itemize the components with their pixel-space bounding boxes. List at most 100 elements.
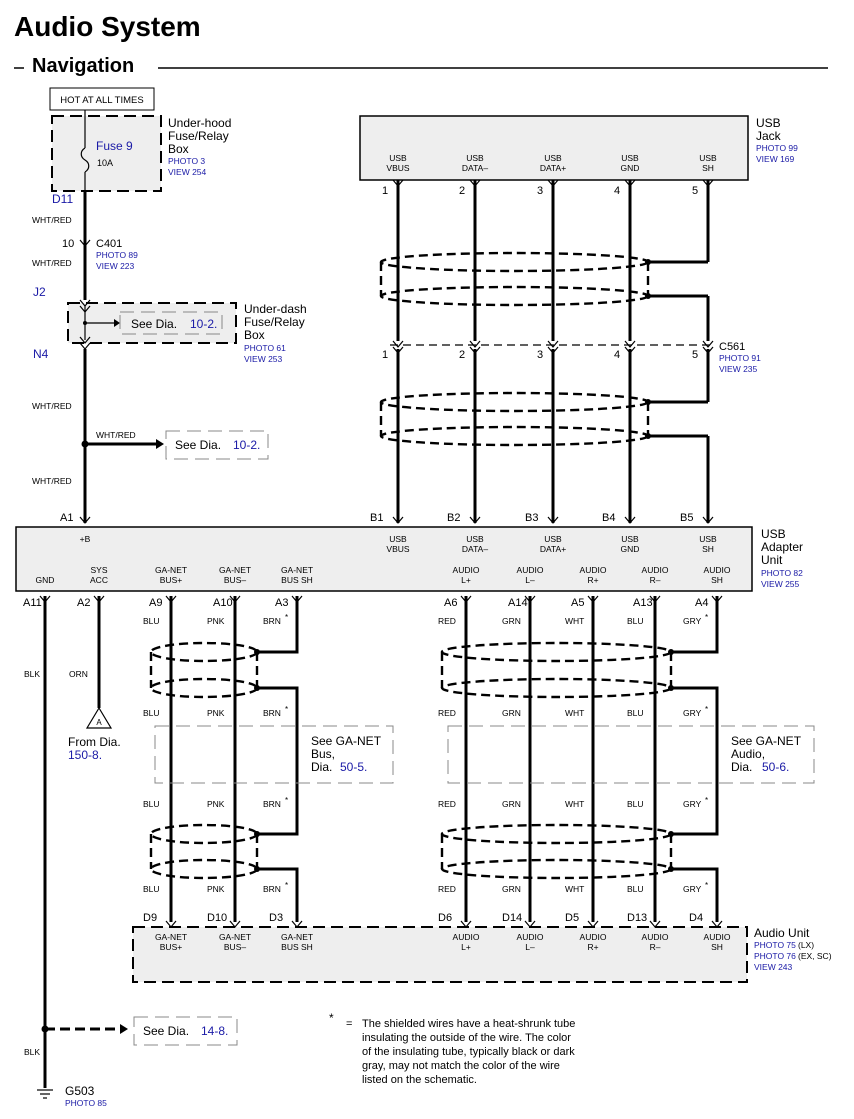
usb-jack-pin-num-5: 5 — [692, 185, 698, 197]
audio-unit-label1-8: AUDIO — [704, 932, 731, 942]
underdash-see-box — [119, 311, 223, 335]
adapter-top-label1-2: USB — [389, 534, 407, 544]
audio-unit-terminal-4 — [460, 920, 472, 928]
audio-unit-terminal-5 — [524, 920, 536, 928]
c401-pin: 10 — [62, 238, 74, 250]
audio-unit-terminal-7 — [649, 920, 661, 928]
audio-wire-color-0-0: RED — [438, 616, 456, 626]
adapter-bottom-label1-8: AUDIO — [580, 565, 607, 575]
audio-wire-color-2-1: GRN — [502, 799, 521, 809]
usb-jack-terminal-2 — [469, 179, 481, 187]
bus-wire-color-2-1: PNK — [207, 799, 225, 809]
underdash-name-2: Fuse/Relay — [244, 315, 305, 329]
audio-shield-lower-top — [440, 823, 673, 845]
bus-wire-color-1-1: PNK — [207, 708, 225, 718]
usb-jack-pin-num-2: 2 — [459, 185, 465, 197]
underhood-view: VIEW 254 — [168, 167, 207, 177]
adapter-bottom-label1-2: SYS — [90, 565, 107, 575]
bus-sh-color-2: BRN — [263, 799, 281, 809]
audio-wire-color-1-3: BLU — [627, 708, 644, 718]
adapter-top-labels: +BB1USBVBUSB2USBDATA–B3USBDATA+B4USBGNDB… — [80, 512, 717, 554]
adapter-top-pin-b4: B4 — [602, 512, 615, 524]
adapter-bottom-label2-5: BUS SH — [281, 575, 313, 585]
usb-jack-pin-label1-3: USB — [544, 153, 562, 163]
adapter-bottom-label2-2: ACC — [90, 575, 108, 585]
audio-unit-pin-d6: D6 — [438, 912, 452, 924]
c561-terminal-4 — [624, 340, 636, 354]
audio-unit-box — [132, 926, 748, 983]
see-10-2-text: See Dia. — [175, 438, 221, 452]
bus-shield-upper-top — [149, 641, 259, 663]
bus-sh-star-2: * — [285, 796, 288, 805]
wire-color-3: WHT/RED — [32, 401, 72, 411]
from-dia-marker-label: A — [96, 718, 102, 727]
see-10-2-ref[interactable]: 10-2. — [233, 438, 260, 452]
c561-name: C561 — [719, 341, 745, 353]
audio-unit-label1-3: GA-NET — [281, 932, 313, 942]
pin-d11: D11 — [52, 192, 73, 206]
adapter-bottom-pin-a13: A13 — [633, 597, 653, 609]
underdash-see-ref[interactable]: 10-2. — [190, 317, 217, 331]
bus-sh-color-1: BRN — [263, 708, 281, 718]
bus-sh-color-3: BRN — [263, 884, 281, 894]
bus-drain-1 — [257, 596, 299, 654]
audio-sh-star-3: * — [705, 881, 708, 890]
audio-sh-star-1: * — [705, 705, 708, 714]
usb-jack-pin-num-1: 1 — [382, 185, 388, 197]
from-dia-ref[interactable]: 150-8. — [68, 748, 102, 762]
audio-wire-color-1-2: WHT — [565, 708, 584, 718]
audio-unit-label1-6: AUDIO — [580, 932, 607, 942]
adapter-bottom-pin-a2: A2 — [77, 597, 90, 609]
audio-unit-label1-2: GA-NET — [219, 932, 251, 942]
audio-wire-color-0-1: GRN — [502, 616, 521, 626]
usb-shield-upper-top — [379, 251, 650, 273]
adapter-bottom-pin-a4: A4 — [695, 597, 708, 609]
wire-color-blk-2: BLK — [24, 1047, 40, 1057]
audio-wire-color-2-3: BLU — [627, 799, 644, 809]
hot-label: HOT AT ALL TIMES — [60, 95, 143, 106]
see-14-8-ref[interactable]: 14-8. — [201, 1024, 228, 1038]
see-ganet-bus-ref[interactable]: 50-5. — [340, 760, 367, 774]
c401-name: C401 — [96, 238, 122, 250]
usb-shield-upper — [379, 251, 650, 307]
audio-unit-pin-d5: D5 — [565, 912, 579, 924]
note-eq: = — [346, 1018, 352, 1030]
usb-jack-view: VIEW 169 — [756, 154, 795, 164]
bus-sh-star-1: * — [285, 705, 288, 714]
usb-shield-lower — [379, 391, 650, 447]
underdash-name-3: Box — [244, 328, 265, 342]
audio-shield-lower-bottom — [440, 858, 673, 880]
audio-wire-color-1-1: GRN — [502, 708, 521, 718]
usb-jack-pin-label2-2: DATA– — [462, 163, 488, 173]
see-ganet-audio-ref[interactable]: 50-6. — [762, 760, 789, 774]
adapter-top-label1-5: USB — [621, 534, 639, 544]
c401-photo: PHOTO 89 — [96, 250, 138, 260]
audio-wire-color-3-2: WHT — [565, 884, 584, 894]
adapter-top-label2-2: VBUS — [386, 544, 409, 554]
underhood-box — [51, 115, 162, 192]
c401-terminal — [79, 239, 91, 247]
adapter-top-label1-3: USB — [466, 534, 484, 544]
usb-shield-lower-bottom — [379, 425, 650, 447]
adapter-top-pin-b2: B2 — [447, 512, 460, 524]
wire-color-1: WHT/RED — [32, 215, 72, 225]
adapter-top-label2-4: DATA+ — [540, 544, 566, 554]
c561-terminal-2 — [469, 340, 481, 354]
usb-jack-pin-label2-1: VBUS — [386, 163, 409, 173]
audio-drain-3 — [671, 867, 719, 922]
adapter-bottom-label2-10: SH — [711, 575, 723, 585]
audio-wire-color-2-0: RED — [438, 799, 456, 809]
usb-jack-name-1: USB — [756, 116, 781, 130]
audio-unit-label2-5: L– — [525, 942, 535, 952]
audio-unit-pin-d14: D14 — [502, 912, 522, 924]
adapter-bottom-label2-4: BUS– — [224, 575, 246, 585]
wire-color-branch: WHT/RED — [96, 430, 136, 440]
from-dia-text: From Dia. — [68, 735, 121, 749]
see-14-8-text: See Dia. — [143, 1024, 189, 1038]
see-10-2-box — [165, 430, 269, 460]
audio-shield-upper-bottom — [440, 677, 673, 699]
bus-drain-2 — [257, 686, 299, 836]
audio-wire-color-3-1: GRN — [502, 884, 521, 894]
audio-unit-view: VIEW 243 — [754, 962, 793, 972]
